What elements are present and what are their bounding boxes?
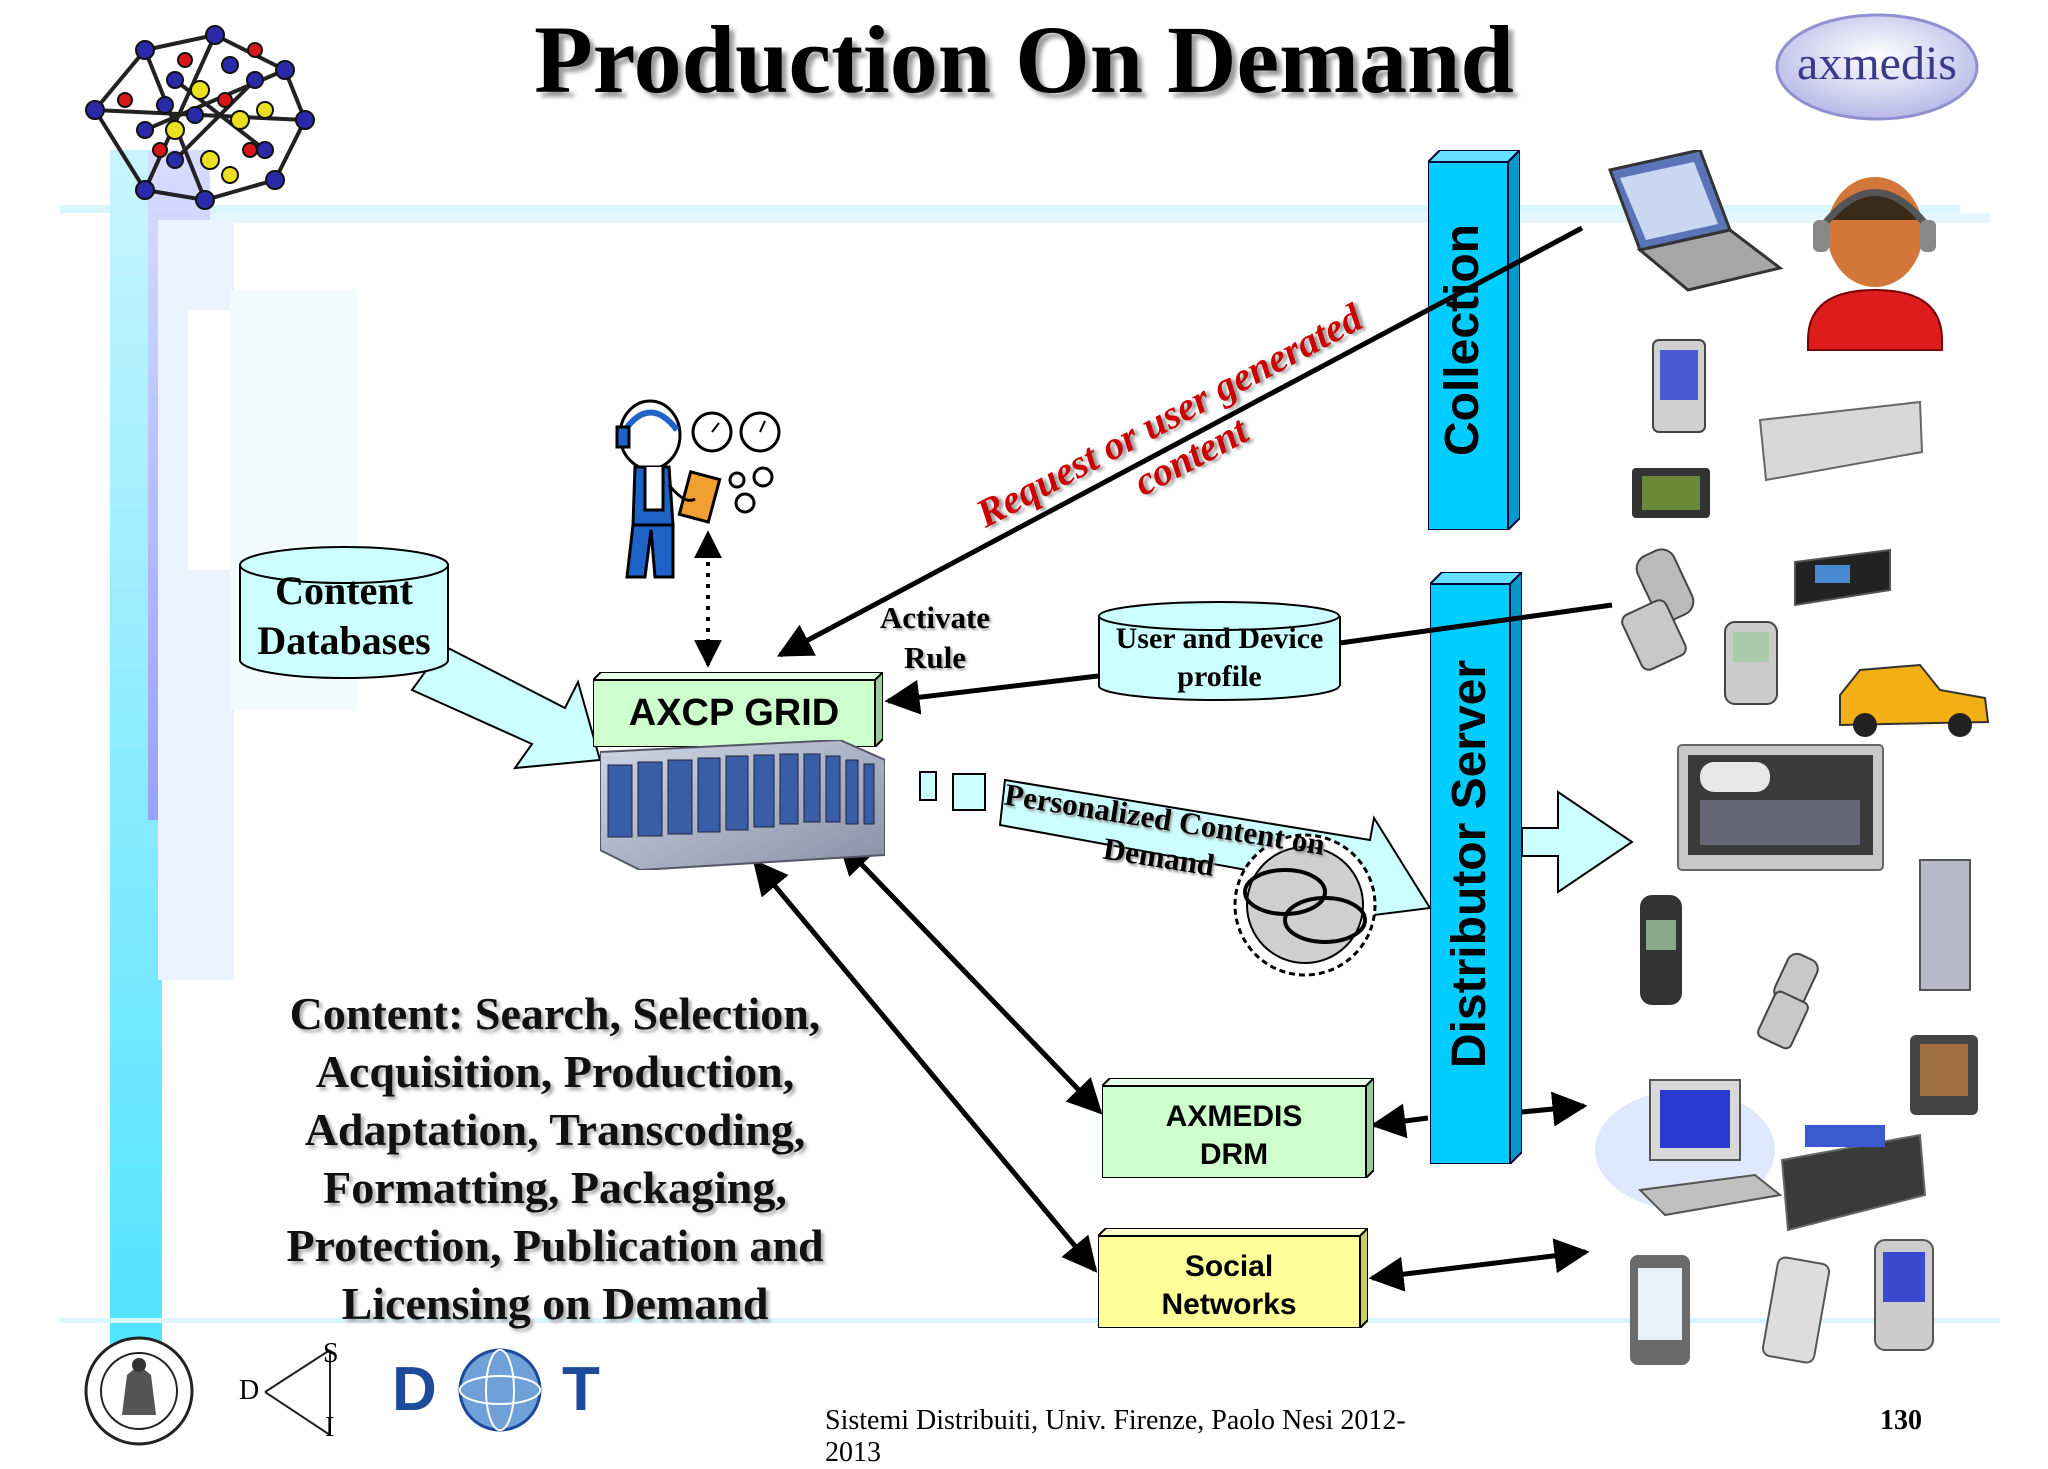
server-tower-icon	[1919, 859, 1971, 991]
flip-phone-icon	[1621, 548, 1695, 671]
social-networks-box: Social Networks	[1098, 1228, 1368, 1328]
phone-icon	[1724, 621, 1778, 705]
dsi-logo: D S I	[235, 1338, 355, 1445]
content-description: Content: Search, Selection, Acquisition,…	[230, 985, 880, 1333]
axmedis-drm-box: AXMEDIS DRM	[1102, 1078, 1374, 1178]
gps-device-icon	[1632, 468, 1710, 518]
operator-icon	[615, 399, 781, 579]
pda-icon	[1652, 339, 1706, 433]
mobile-phone-icon	[1640, 895, 1682, 1005]
car-radio-icon	[1794, 548, 1891, 607]
university-seal-logo	[84, 1336, 194, 1446]
axmedis-logo: axmedis	[1772, 10, 1982, 125]
set-top-box-icon	[1758, 400, 1924, 482]
disit-logo-t: T	[562, 1355, 600, 1424]
axmedis-drm-label-2: DRM	[1199, 1138, 1269, 1171]
molecule-icon	[85, 25, 315, 210]
content-line: Content: Search, Selection,	[289, 988, 821, 1039]
disit-logo-d: D	[392, 1355, 437, 1424]
content-line: Formatting, Packaging,	[323, 1162, 787, 1213]
server-rack-icon	[600, 740, 885, 870]
pda-icon	[1874, 1239, 1934, 1351]
collection-bar: Collection	[1428, 150, 1520, 530]
dsi-logo-s: S	[323, 1338, 339, 1369]
content-databases-label-2: Databases	[257, 618, 431, 663]
user-device-profile-label-1: User and Device	[1115, 622, 1324, 655]
page-number: 130	[1880, 1405, 1922, 1436]
content-line: Adaptation, Transcoding,	[304, 1104, 806, 1155]
axmedis-logo-text: axmedis	[1797, 37, 1957, 90]
content-line: Acquisition, Production,	[315, 1046, 795, 1097]
axcp-grid-label: AXCP GRID	[628, 692, 840, 734]
content-databases-cylinder: Content Databases	[238, 545, 450, 680]
tv-icon	[1677, 744, 1884, 871]
distributor-server-bar: Distributor Server	[1430, 572, 1522, 1164]
flip-phone-icon	[1757, 952, 1819, 1050]
disit-logo: D T	[392, 1340, 612, 1440]
pda-icon	[1630, 1255, 1690, 1365]
desktop-pc-icon	[1595, 1079, 1783, 1217]
content-databases-label-1: Content	[275, 568, 413, 613]
dsi-logo-i: I	[325, 1412, 335, 1443]
laptop-icon	[1607, 150, 1784, 292]
dsi-logo-d: D	[239, 1375, 260, 1406]
content-line: Protection, Publication and	[286, 1220, 824, 1271]
activate-rule-label-1: Activate	[879, 600, 991, 635]
dvr-icon	[1780, 1125, 1927, 1232]
avatar-icon	[1807, 177, 1943, 351]
car-icon	[1839, 663, 1990, 737]
pda-icon	[1910, 1035, 1978, 1115]
social-networks-label-2: Networks	[1161, 1288, 1297, 1321]
devices-panel	[1595, 150, 1990, 1365]
user-device-profile-cylinder: User and Device profile	[1097, 600, 1342, 702]
content-line: Licensing on Demand	[341, 1278, 769, 1329]
page-title: Production On Demand	[534, 6, 1514, 113]
pda-icon	[1761, 1256, 1831, 1364]
footer-text: Sistemi Distribuiti, Univ. Firenze, Paol…	[825, 1405, 1406, 1468]
user-device-profile-label-2: profile	[1177, 660, 1262, 693]
activate-rule-label-2: Rule	[904, 640, 966, 675]
social-networks-label-1: Social	[1184, 1250, 1274, 1283]
seal-icon	[1233, 833, 1377, 977]
axmedis-drm-label-1: AXMEDIS	[1165, 1100, 1303, 1133]
axcp-grid-box: AXCP GRID	[593, 672, 883, 747]
